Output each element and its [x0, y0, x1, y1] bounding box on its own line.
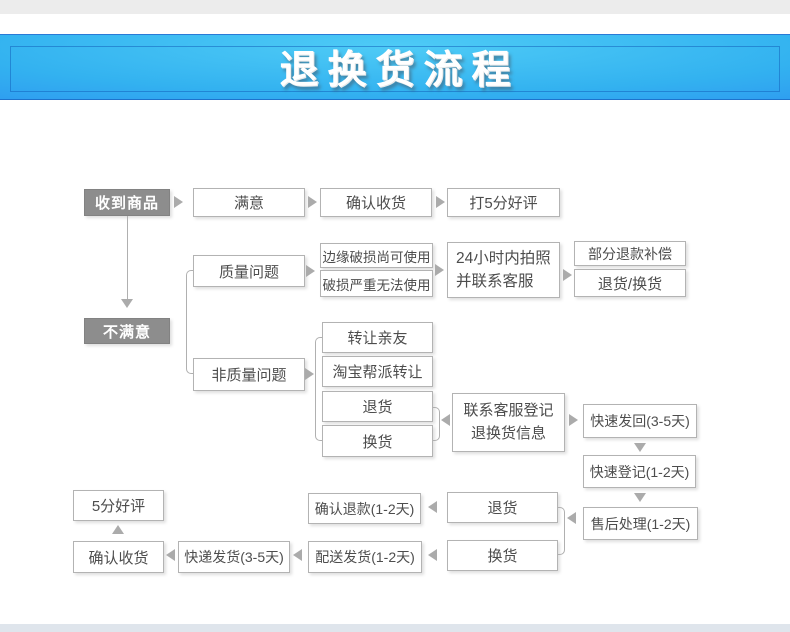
arrow-left-icon: [428, 501, 437, 513]
page-title: 退换货流程: [279, 49, 520, 92]
node-fast-return: 快速发回(3-5天): [583, 404, 697, 438]
bracket-connector: [186, 270, 193, 374]
node-contact-cs: 联系客服登记 退换货信息: [452, 393, 565, 452]
node-express-ship: 快递发货(3-5天): [178, 541, 290, 573]
node-edge-damage: 边缘破损尚可使用: [320, 243, 433, 268]
node-fast-register: 快速登记(1-2天): [583, 455, 696, 488]
node-confirm-receipt-top: 确认收货: [320, 188, 432, 217]
node-photo-24h-line2: 并联系客服: [456, 273, 534, 290]
node-return-bottom: 退货: [447, 492, 558, 523]
arrow-up-icon: [112, 525, 124, 534]
arrow-left-icon: [441, 414, 450, 426]
node-contact-cs-line1: 联系客服登记: [463, 402, 554, 419]
arrow-down-icon: [634, 443, 646, 452]
bracket-connector: [558, 507, 565, 555]
arrow-right-icon: [436, 196, 445, 208]
arrow-left-icon: [567, 512, 576, 524]
node-delivery-ship: 配送发货(1-2天): [308, 541, 422, 573]
node-severe-damage: 破损严重无法使用: [320, 270, 433, 297]
node-return-or-exchange: 退货/换货: [574, 269, 686, 297]
title-banner: 退换货流程: [0, 34, 790, 100]
node-confirm-refund: 确认退款(1-2天): [308, 493, 421, 524]
bracket-connector: [433, 407, 440, 441]
node-unsatisfied: 不满意: [84, 318, 170, 344]
arrow-right-icon: [308, 196, 317, 208]
arrow-right-icon: [435, 264, 444, 276]
node-five-star-top: 打5分好评: [447, 188, 560, 217]
node-photo-24h-line1: 24小时内拍照: [456, 249, 551, 267]
node-return-mid: 退货: [322, 391, 433, 422]
node-transfer-friends: 转让亲友: [322, 322, 433, 353]
node-after-sale: 售后处理(1-2天): [583, 507, 698, 540]
node-satisfied: 满意: [193, 188, 305, 217]
bracket-connector: [315, 337, 322, 441]
node-exchange-bottom: 换货: [447, 540, 558, 571]
node-five-star-bottom: 5分好评: [73, 490, 164, 521]
node-non-quality-issue: 非质量问题: [193, 358, 305, 391]
node-taobao-transfer: 淘宝帮派转让: [322, 356, 433, 387]
arrow-left-icon: [428, 549, 437, 561]
node-received: 收到商品: [84, 189, 170, 216]
arrow-right-icon: [306, 265, 315, 277]
arrow-down-icon: [121, 299, 133, 308]
node-partial-refund: 部分退款补偿: [574, 241, 686, 266]
node-contact-cs-line2: 退换货信息: [470, 424, 546, 442]
arrow-right-icon: [174, 196, 183, 208]
arrow-right-icon: [305, 368, 314, 380]
arrow-right-icon: [569, 414, 578, 426]
arrow-right-icon: [563, 269, 572, 281]
node-photo-24h: 24小时内拍照 并联系客服: [447, 242, 560, 298]
connector-line: [127, 216, 128, 299]
node-quality-issue: 质量问题: [193, 255, 305, 287]
node-confirm-receipt-bottom: 确认收货: [73, 541, 164, 573]
top-strip: [0, 0, 790, 14]
bottom-strip: [0, 624, 790, 632]
banner-inner-border: [10, 46, 780, 92]
node-exchange-mid: 换货: [322, 425, 433, 457]
arrow-down-icon: [634, 493, 646, 502]
arrow-left-icon: [293, 549, 302, 561]
arrow-left-icon: [166, 549, 175, 561]
